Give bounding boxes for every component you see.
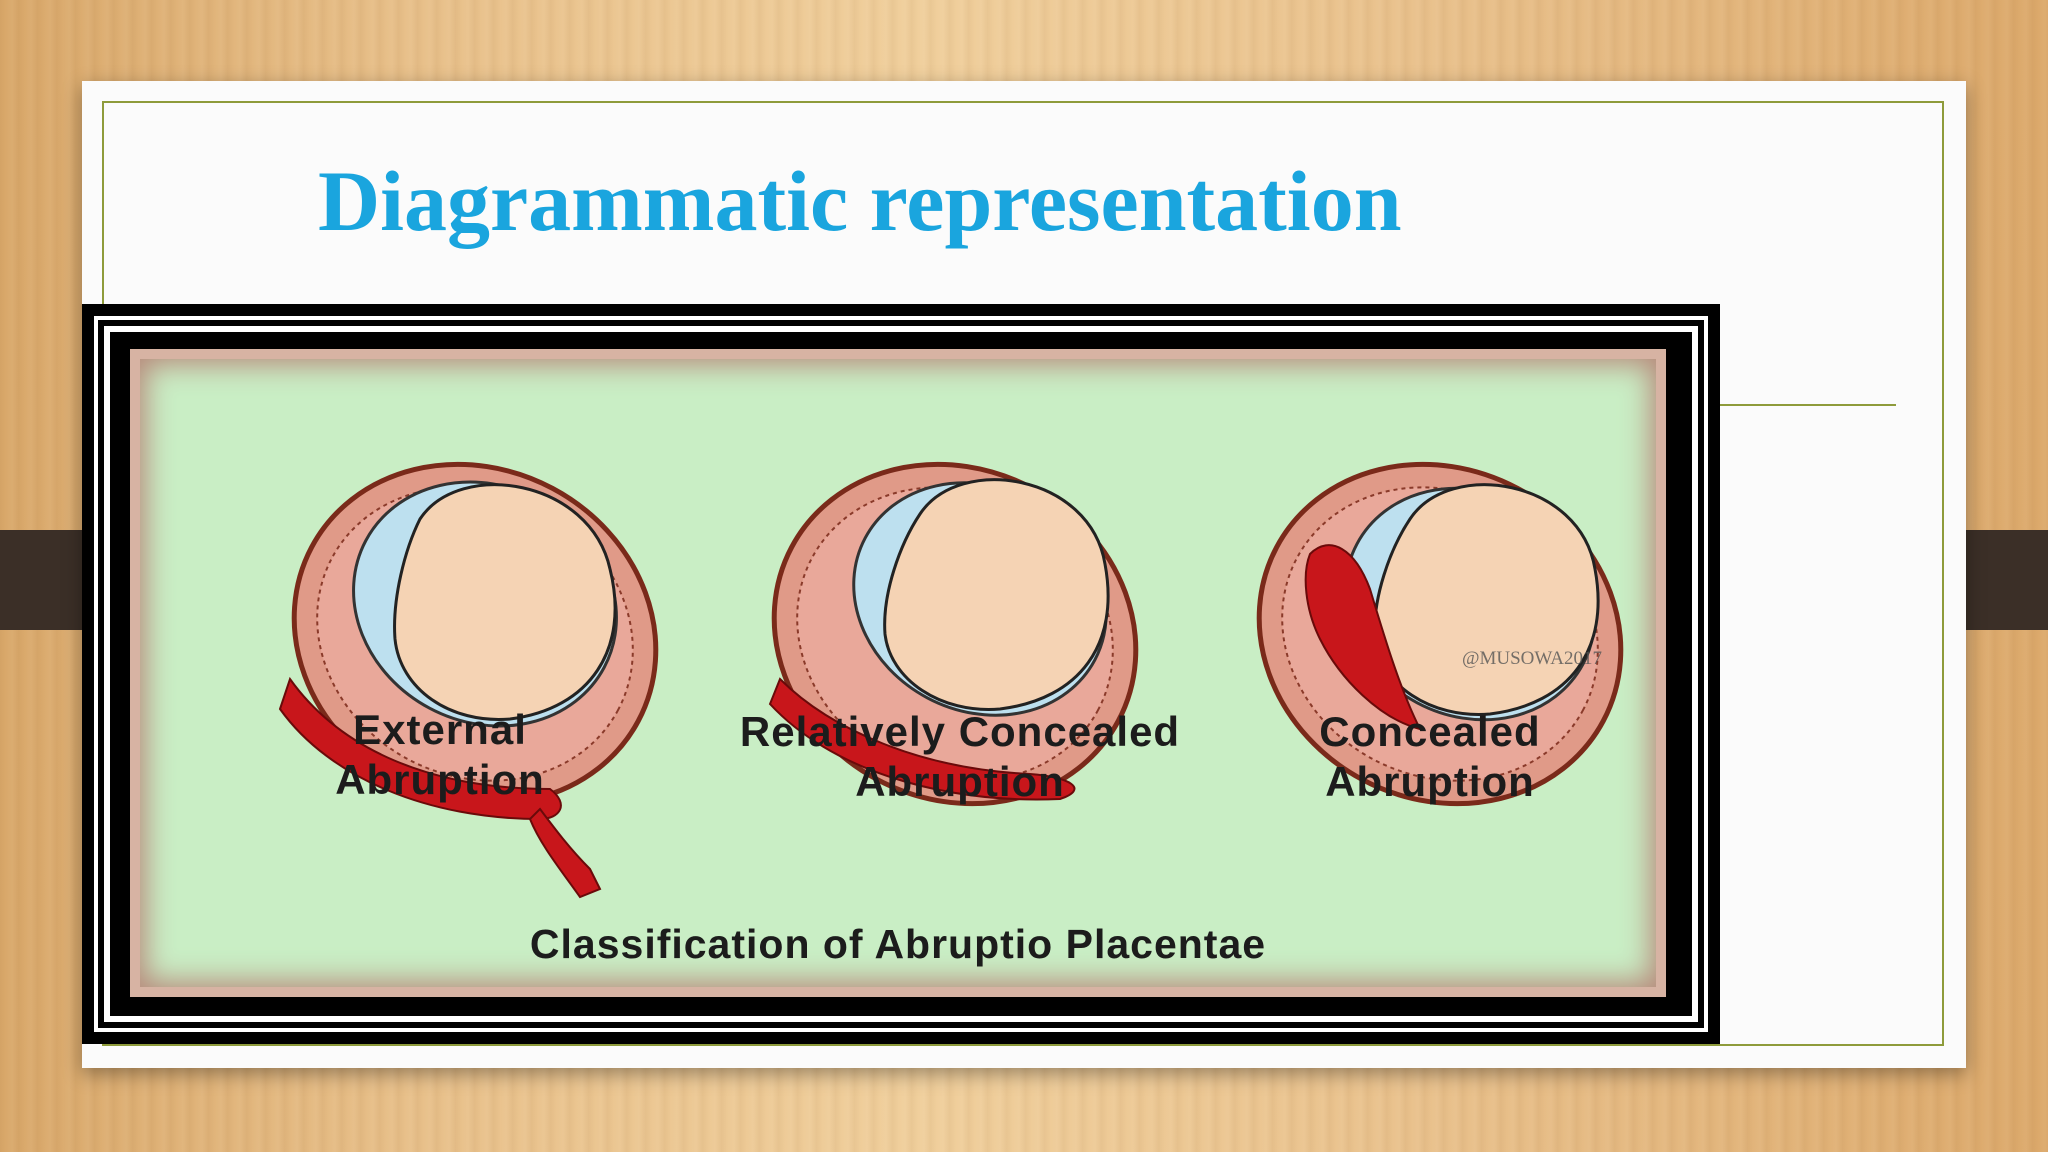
label-line1: Relatively Concealed: [739, 708, 1181, 755]
concealed-abruption-illustration: [1256, 461, 1624, 807]
title-rule: [1716, 404, 1896, 406]
figure-inner-border: [94, 316, 1708, 1032]
label-line1: External: [353, 706, 527, 753]
label-concealed-abruption: Concealed Abruption: [1270, 707, 1590, 807]
figure-outer-border: [104, 326, 1698, 1022]
label-external-abruption: External Abruption: [250, 705, 630, 805]
label-line2: Abruption: [1325, 758, 1535, 805]
uterus-illustrations: [278, 461, 1624, 899]
relatively-concealed-abruption-illustration: [768, 461, 1139, 807]
figure-caption: Classification of Abruptio Placentae: [529, 921, 1267, 967]
diagram-figure: External Abruption Relatively Concealed …: [82, 304, 1720, 1044]
label-line1: Concealed: [1319, 708, 1541, 755]
label-relatively-concealed-abruption: Relatively Concealed Abruption: [670, 707, 1250, 807]
label-line2: Abruption: [855, 758, 1065, 805]
label-line2: Abruption: [335, 756, 545, 803]
diagram-panel: External Abruption Relatively Concealed …: [130, 349, 1666, 997]
external-abruption-illustration: [278, 461, 659, 899]
slide-title: Diagrammatic representation: [318, 153, 1402, 249]
watermark: @MUSOWA2017: [1462, 648, 1602, 669]
